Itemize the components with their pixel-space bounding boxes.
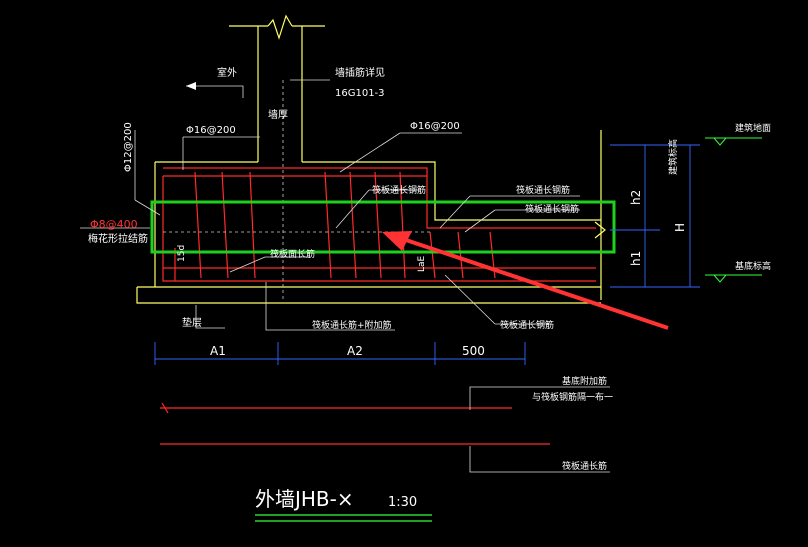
highlight-box bbox=[150, 200, 616, 254]
wall-thickness-label: 墙厚 bbox=[268, 108, 288, 121]
drawing-scale: 1:30 bbox=[388, 495, 417, 510]
wall-outline bbox=[229, 14, 325, 162]
dim-H: H bbox=[673, 223, 687, 232]
legend-lines bbox=[160, 386, 610, 473]
outdoor-label: 室外 bbox=[217, 66, 237, 79]
elevation-markers bbox=[705, 137, 762, 283]
legend-label-3: 筏板通长筋 bbox=[562, 460, 607, 472]
rebar-left-top-label: Φ16@200 bbox=[186, 125, 236, 136]
legend-label-2: 与筏板钢筋隔一布一 bbox=[532, 391, 613, 403]
cushion-label: 垫层 bbox=[182, 316, 202, 329]
rebar-vertical-label: Φ12@200 bbox=[123, 122, 134, 172]
rebar-red-label: Φ8@400 bbox=[90, 218, 138, 231]
la-right-label: LaE bbox=[417, 255, 427, 272]
rebar-red-desc-label: 梅花形拉结筋 bbox=[88, 232, 148, 245]
raft-outline bbox=[136, 130, 606, 304]
leader-lines bbox=[80, 79, 580, 331]
raft-top-label-1: 筏板通长钢筋 bbox=[372, 184, 426, 196]
raft-bottom-label: 筏板面长筋 bbox=[270, 248, 315, 260]
title-underline bbox=[255, 514, 432, 522]
raft-top-label-2: 筏板通长钢筋 bbox=[516, 184, 570, 196]
la-left-label: 15d bbox=[177, 245, 187, 262]
drawing-title: 外墙JHB-× bbox=[255, 487, 354, 511]
dim-500: 500 bbox=[462, 344, 485, 358]
rebar-lines bbox=[162, 167, 596, 282]
raft-bottom-add-label: 筏板通长筋+附加筋 bbox=[312, 319, 392, 331]
rebar-mid-top-label: Φ16@200 bbox=[410, 121, 460, 132]
dim-a1: A1 bbox=[210, 344, 226, 358]
elev-top-label: 建筑地面 bbox=[735, 122, 771, 134]
dim-h2: h2 bbox=[629, 190, 643, 205]
elev-marker-label: 建筑标高 bbox=[667, 139, 679, 175]
dim-a2: A2 bbox=[347, 344, 363, 358]
dim-h1: h1 bbox=[629, 251, 643, 266]
wall-ref-label-1: 墙插筋详见 bbox=[335, 66, 385, 79]
raft-bottom-right-label: 筏板通长钢筋 bbox=[500, 319, 554, 331]
outdoor-arrow bbox=[186, 82, 196, 90]
elev-bottom-label: 基底标高 bbox=[735, 260, 771, 272]
wall-ref-label-2: 16G101-3 bbox=[335, 88, 385, 99]
pointer-arrow bbox=[382, 231, 669, 330]
legend-label-1: 基底附加筋 bbox=[562, 375, 607, 387]
raft-top-label-3: 筏板通长钢筋 bbox=[525, 203, 579, 215]
dimension-lines bbox=[154, 144, 700, 365]
